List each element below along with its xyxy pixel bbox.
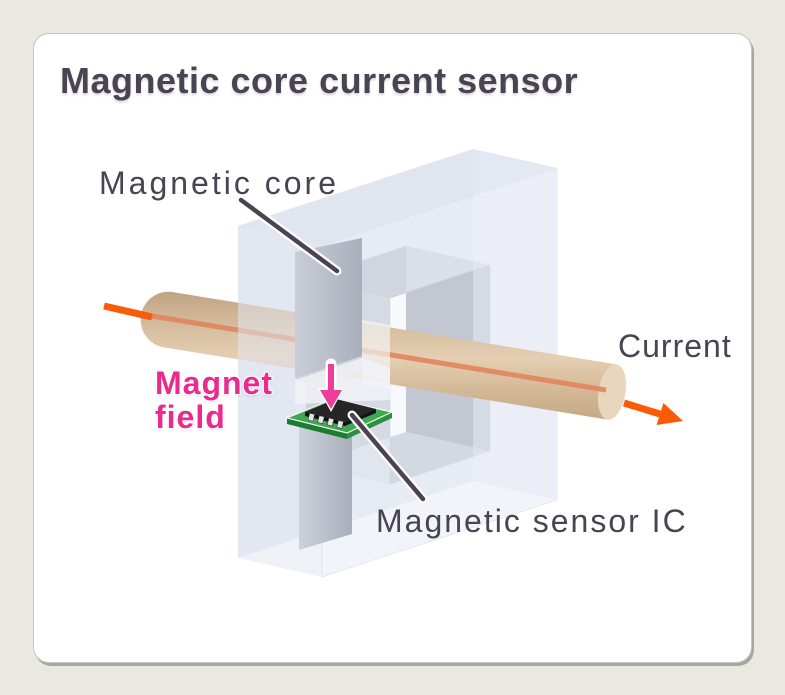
rod-end-cap [597,364,627,420]
core-air-gap [295,358,390,404]
current-in-line-icon [103,302,153,321]
field-line-2: field [155,399,226,435]
field-arrow-icon [318,358,344,412]
upper-pole-piece [295,238,362,378]
pointer-line-sensor [347,410,428,504]
page-title: Magnetic core current sensor [60,60,579,101]
label-current: Current [618,328,732,364]
lower-pole-piece [299,412,352,550]
pointer-line-core [236,195,342,276]
label-magnetic-core: Magnetic core [99,165,339,201]
chip-pins [307,412,344,429]
magnetic-core-front [238,149,558,578]
label-magnetic-sensor-ic: Magnetic sensor IC [376,503,688,539]
field-line-1: Magnet [155,365,273,401]
label-magnet-field: Magnet field [155,366,273,434]
current-out-arrow-icon [622,399,683,425]
core-left-limb [238,226,390,577]
